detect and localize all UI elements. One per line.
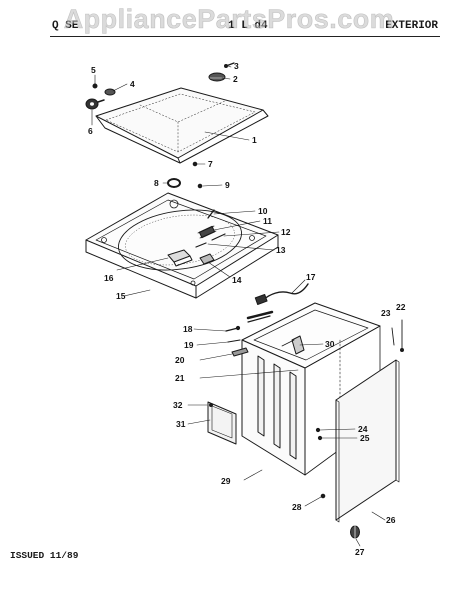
lid-switch-actuator xyxy=(167,249,193,267)
cover-screw xyxy=(197,183,203,189)
callout-8: 8 xyxy=(154,178,159,188)
callout-22: 22 xyxy=(396,302,406,312)
callout-13: 13 xyxy=(276,245,286,255)
callout-17: 17 xyxy=(306,272,316,282)
callout-14: 14 xyxy=(232,275,242,285)
callout-15: 15 xyxy=(116,291,126,301)
lid-hinge-left xyxy=(85,83,116,110)
callout-24: 24 xyxy=(358,424,368,434)
rear-panel xyxy=(335,359,400,523)
callout-29: 29 xyxy=(221,476,231,486)
callout-27: 27 xyxy=(355,547,365,557)
top-cover xyxy=(85,192,279,299)
callout-21: 21 xyxy=(175,373,185,383)
callout-28: 28 xyxy=(292,502,302,512)
callout-labels: 1 2 3 4 5 6 7 8 9 10 11 12 13 14 15 16 1… xyxy=(88,61,406,557)
grommet xyxy=(167,178,181,188)
callout-6: 6 xyxy=(88,126,93,136)
header-model-text: Q SE xyxy=(52,20,79,32)
callout-32: 32 xyxy=(173,400,183,410)
power-cord xyxy=(246,283,309,323)
lid-switch-assembly xyxy=(195,209,226,248)
leader-lines xyxy=(91,65,386,547)
callout-19: 19 xyxy=(184,340,194,350)
page-header: Q SE 1 L d4 EXTERIOR xyxy=(50,14,440,37)
callout-12: 12 xyxy=(281,227,291,237)
callout-18: 18 xyxy=(183,324,193,334)
callout-4: 4 xyxy=(130,79,135,89)
callout-1: 1 xyxy=(252,135,257,145)
lid-screw xyxy=(192,161,198,167)
callout-9: 9 xyxy=(225,180,230,190)
callout-7: 7 xyxy=(208,159,213,169)
side-clips xyxy=(315,427,323,441)
callout-23: 23 xyxy=(381,308,391,318)
callout-16: 16 xyxy=(104,273,114,283)
callout-11: 11 xyxy=(263,216,272,226)
base-screw xyxy=(320,493,326,499)
cabinet-clips xyxy=(225,325,249,357)
callout-5: 5 xyxy=(91,65,96,75)
washer-lid xyxy=(95,87,269,164)
leveling-leg xyxy=(350,524,360,540)
callout-20: 20 xyxy=(175,355,185,365)
rear-panel-screws xyxy=(391,319,404,352)
callout-31: 31 xyxy=(176,419,186,429)
lid-hinge-right xyxy=(208,62,235,82)
callout-26: 26 xyxy=(386,515,396,525)
cabinet-body xyxy=(241,302,381,476)
callout-25: 25 xyxy=(360,433,370,443)
switch-bracket xyxy=(199,253,215,265)
callout-30: 30 xyxy=(325,339,335,349)
callout-10: 10 xyxy=(258,206,268,216)
header-title: EXTERIOR xyxy=(385,20,438,32)
access-panel xyxy=(207,401,237,445)
header-section-text: 1 L d4 xyxy=(228,20,268,32)
issued-date: ISSUED 11/89 xyxy=(10,550,79,561)
callout-2: 2 xyxy=(233,74,238,84)
callout-3: 3 xyxy=(234,61,239,71)
